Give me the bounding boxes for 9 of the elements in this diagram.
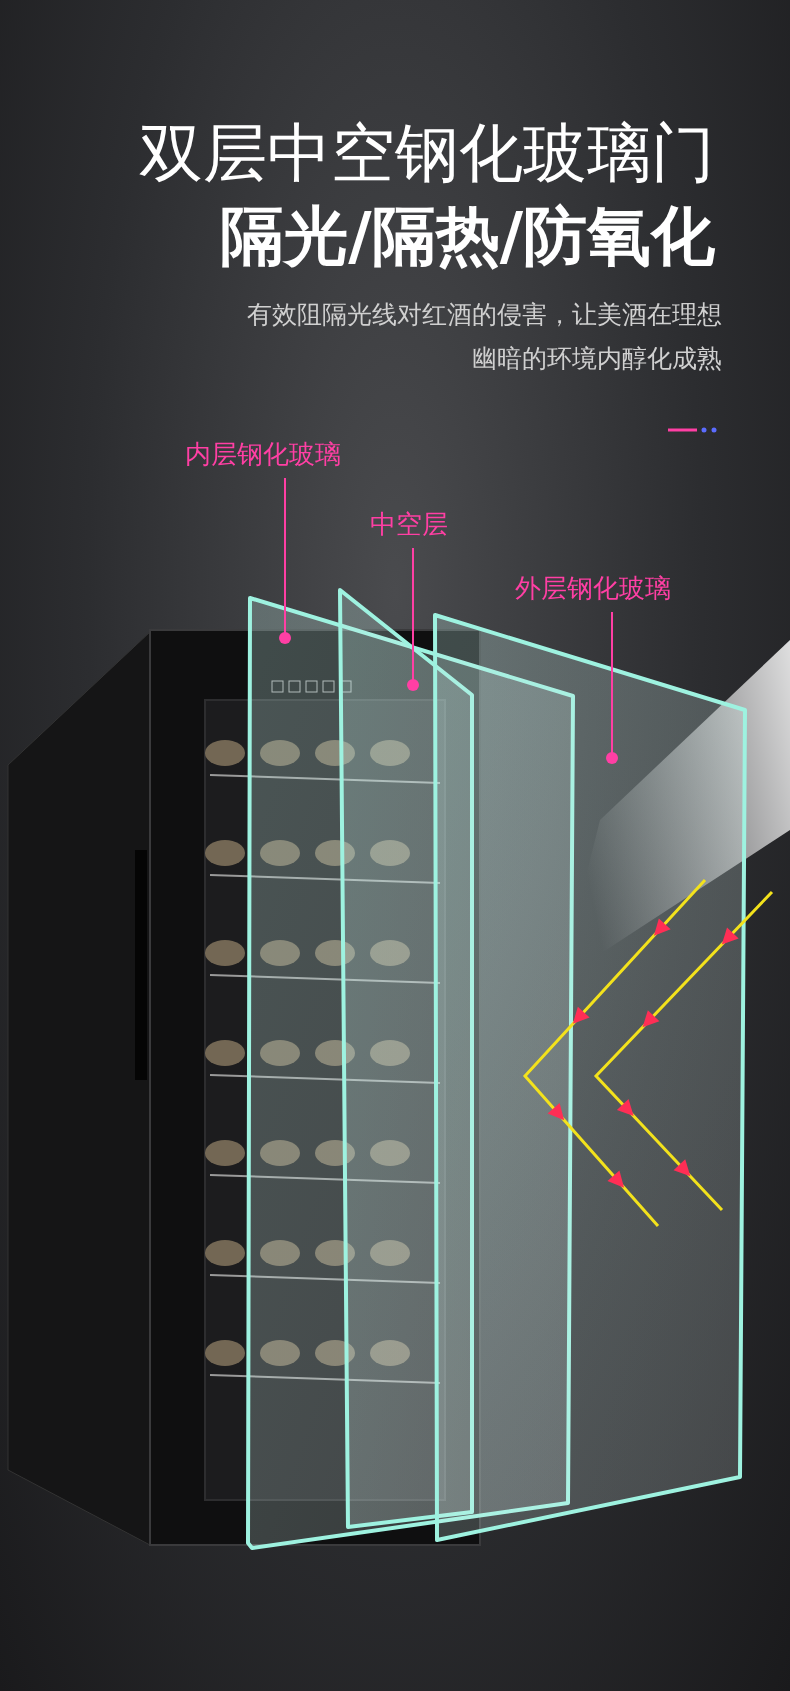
- headline: 隔光/隔热/防氧化: [220, 198, 715, 274]
- callout-label: 中空层: [370, 508, 448, 540]
- leader-line: [407, 547, 419, 691]
- callout-label: 内层钢化玻璃: [185, 438, 341, 470]
- leader-line: [606, 611, 618, 764]
- callout-label: 外层钢化玻璃: [515, 572, 671, 604]
- title: 双层中空钢化玻璃门: [139, 115, 715, 191]
- description: 有效阻隔光线对红酒的侵害，让美酒在理想幽暗的环境内醇化成熟: [246, 299, 722, 375]
- leader-line: [279, 477, 291, 644]
